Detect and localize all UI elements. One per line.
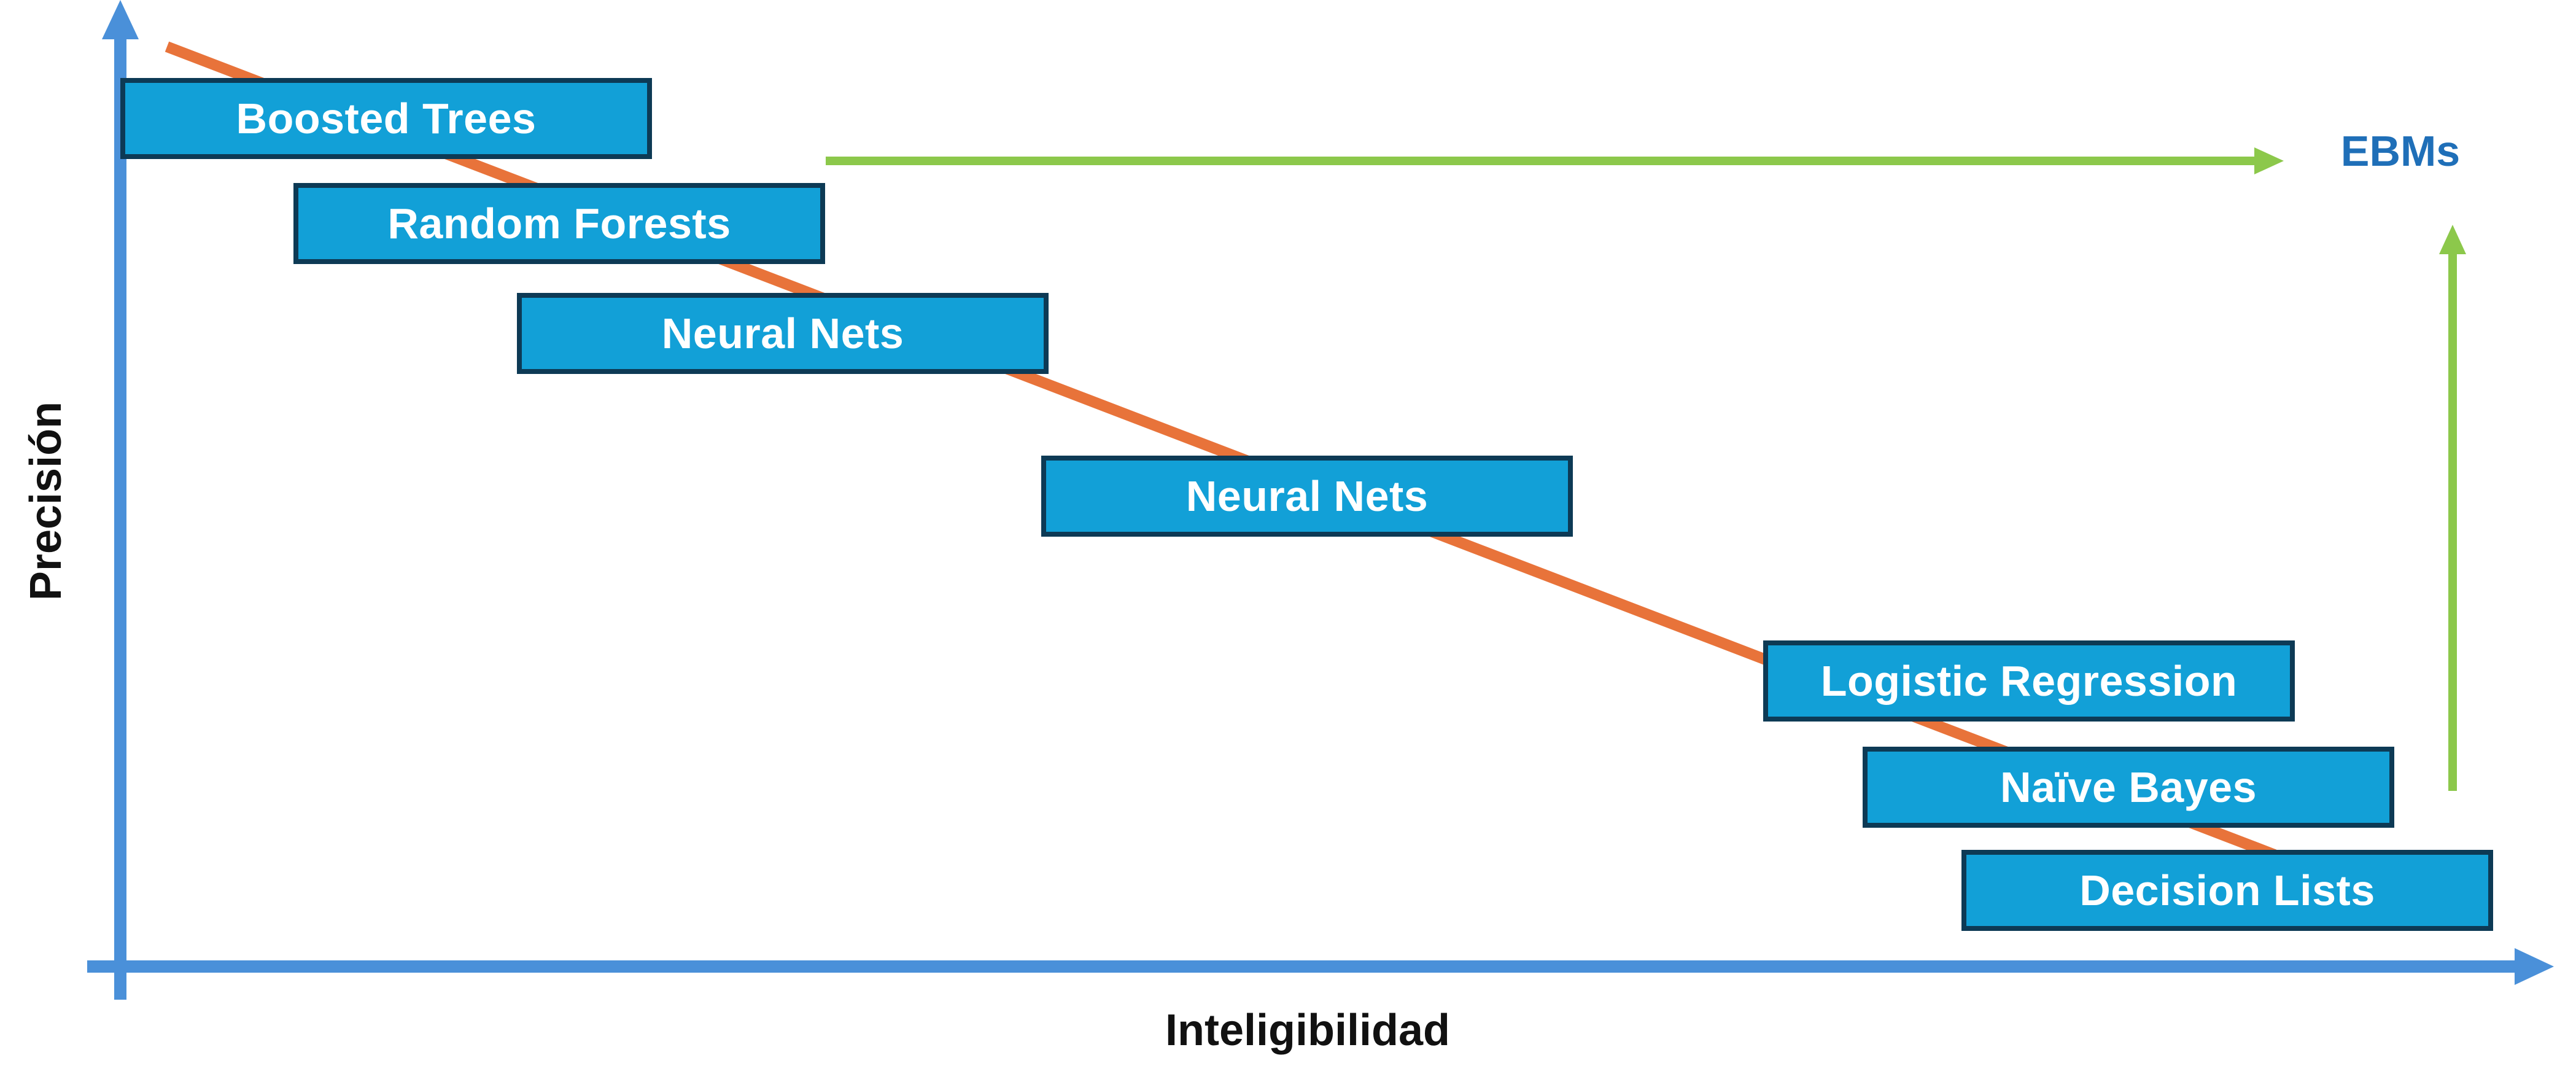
ebm-horizontal-arrowhead — [2254, 147, 2284, 174]
x-axis-arrowhead — [2515, 948, 2554, 985]
model-label: Decision Lists — [2079, 866, 2375, 914]
model-box-boosted-trees: Boosted Trees — [120, 78, 652, 159]
model-box-logistic-regression: Logistic Regression — [1763, 640, 2295, 722]
x-axis-label: Inteligibilidad — [1165, 1006, 1450, 1055]
model-label: Random Forests — [387, 200, 731, 247]
trade-off-trend-line — [165, 41, 2277, 860]
model-label: Neural Nets — [1185, 472, 1429, 520]
model-label: Boosted Trees — [236, 95, 537, 142]
model-label: Naïve Bayes — [2000, 763, 2257, 811]
model-box-neural-nets-1: Neural Nets — [517, 293, 1049, 374]
model-box-neural-nets-2: Neural Nets — [1041, 456, 1573, 537]
model-label: Logistic Regression — [1820, 657, 2238, 705]
model-label: Neural Nets — [661, 309, 904, 357]
model-box-decision-lists: Decision Lists — [1961, 850, 2493, 931]
ebm-label: EBMs — [2340, 127, 2461, 175]
y-axis-arrowhead — [102, 0, 139, 39]
ebm-vertical-arrowhead — [2439, 225, 2466, 254]
y-axis-label: Precisión — [21, 401, 71, 601]
model-box-random-forests: Random Forests — [293, 183, 825, 264]
model-box-naive-bayes: Naïve Bayes — [1863, 747, 2394, 828]
